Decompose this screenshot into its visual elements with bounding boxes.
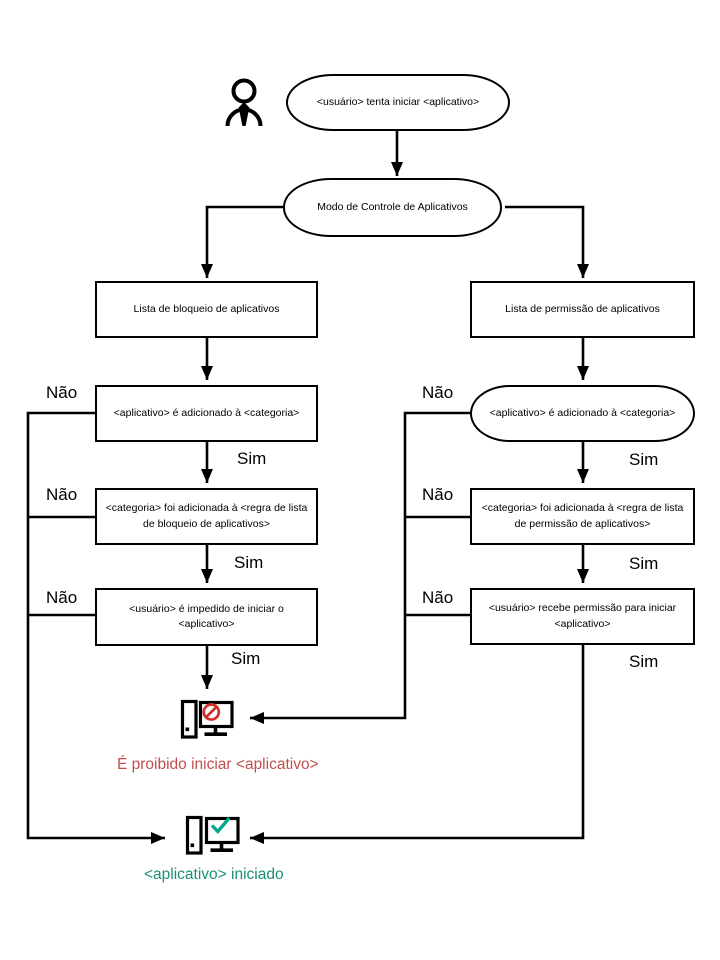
node-block-category-rule: <categoria> foi adicionada à <regra de l… <box>95 488 318 545</box>
computer-started-icon <box>185 815 240 855</box>
node-allow-user: <usuário> recebe permissão para iniciar … <box>470 588 695 645</box>
connector-allow-nao-trunk-to-blocked <box>250 411 470 724</box>
node-application-control-mode: Modo de Controle de Aplicativos <box>283 178 502 237</box>
result-started-text: <aplicativo> iniciado <box>144 866 284 883</box>
label-sim-allow-2: Sim <box>629 554 659 573</box>
node-allow-app-category: <aplicativo> é adicionado à <categoria> <box>470 385 695 442</box>
label-nao-block-1: Não <box>46 383 78 402</box>
label-sim-block-2: Sim <box>234 553 264 572</box>
label-sim-allow-3: Sim <box>629 652 659 671</box>
label-nao-allow-2: Não <box>422 485 454 504</box>
label-sim-allow-1: Sim <box>629 450 659 469</box>
connector-block-nao-trunk-to-started <box>26 411 165 844</box>
user-icon <box>225 78 263 127</box>
node-allow-category-rule: <categoria> foi adicionada à <regra de l… <box>470 488 695 545</box>
label-sim-block-3: Sim <box>231 649 261 668</box>
label-nao-allow-1: Não <box>422 383 454 402</box>
connector-mode-to-allow-list <box>505 205 589 278</box>
computer-blocked-icon <box>180 699 234 739</box>
node-block-app-category: <aplicativo> é adicionado à <categoria> <box>95 385 318 442</box>
label-nao-block-3: Não <box>46 588 78 607</box>
node-block-user: <usuário> é impedido de iniciar o <aplic… <box>95 588 318 646</box>
node-start: <usuário> tenta iniciar <aplicativo> <box>286 74 510 131</box>
check-icon <box>210 816 231 835</box>
prohibited-icon <box>202 703 221 721</box>
node-block-list: Lista de bloqueio de aplicativos <box>95 281 318 338</box>
connector-allow-user-sim-to-started <box>250 645 585 844</box>
label-sim-block-1: Sim <box>237 449 267 468</box>
connector-mode-to-block-list <box>201 205 283 278</box>
result-blocked-text: É proibido iniciar <aplicativo> <box>117 756 319 773</box>
label-nao-allow-3: Não <box>422 588 454 607</box>
node-allow-list: Lista de permissão de aplicativos <box>470 281 695 338</box>
label-nao-block-2: Não <box>46 485 78 504</box>
